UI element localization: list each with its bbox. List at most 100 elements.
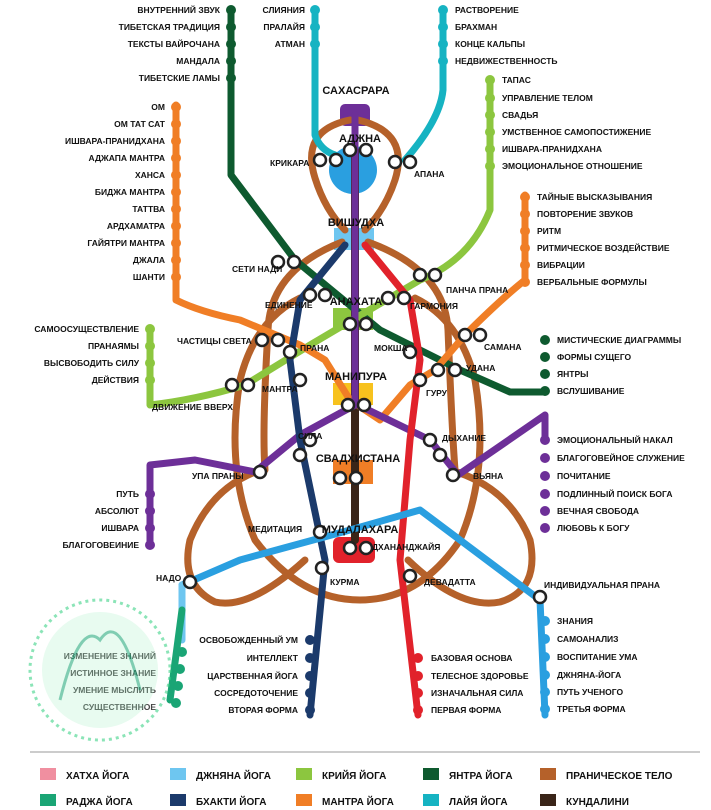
list-kriya-left: САМООСУЩЕСТВЛЕНИЕ ПРАНАЯМЫ ВЫСВОБОДИТЬ С…: [34, 324, 139, 385]
raja-line: [166, 606, 186, 704]
list-item: АДЖАПА МАНТРА: [89, 153, 165, 163]
station-kurma: КУРМА: [330, 577, 359, 587]
list-item: БЛАГОГОВЕИНИЕ: [63, 540, 140, 550]
list-item: ЛЮБОВЬ К БОГУ: [557, 523, 630, 533]
legend-swatch: [40, 768, 56, 780]
legend-label: ПРАНИЧЕСКОЕ ТЕЛО: [566, 771, 673, 782]
list-mantra: ОМ ОМ ТАТ САТ ИШВАРА-ПРАНИДХАНА АДЖАПА М…: [65, 102, 166, 282]
legend-item-raja: РАДЖА ЙОГА: [40, 794, 133, 808]
legend-label: ХАТХА ЙОГА: [66, 769, 129, 782]
legend-item-hatha: ХАТХА ЙОГА: [40, 768, 129, 782]
station-dyhanie: ДЫХАНИЕ: [442, 433, 486, 443]
laya-line: [311, 6, 339, 159]
legend-swatch: [296, 794, 312, 806]
legend-swatch: [423, 794, 439, 806]
list-item: ИНТЕЛЛЕКТ: [247, 653, 299, 663]
list-item: РИТМ: [537, 226, 561, 236]
chakra-svadhisthana: СВАДХИСТАНА: [316, 453, 400, 465]
list-item: ТИБЕТСКИЕ ЛАМЫ: [139, 73, 220, 83]
list-item: ЗНАНИЯ: [557, 616, 593, 626]
list-item: ДЖНЯНА-ЙОГА: [557, 669, 621, 680]
station-prana: ПРАНА: [300, 343, 329, 353]
station-moksha: МОКША: [374, 343, 408, 353]
list-item: ТАЙНЫЕ ВЫСКАЗЫВАНИЯ: [537, 191, 652, 202]
list-item: ТЕКСТЫ ВАЙРОЧАНА: [128, 38, 220, 49]
lists: ВНУТРЕННИЙ ЗВУК ТИБЕТСКАЯ ТРАДИЦИЯ ТЕКСТ…: [34, 4, 685, 715]
legend-item-bhakti: БХАКТИ ЙОГА: [170, 794, 266, 808]
station-seti-nadi: СЕТИ НАДИ: [232, 264, 282, 274]
list-item: РИТМИЧЕСКОЕ ВОЗДЕЙСТВИЕ: [537, 242, 670, 253]
list-top-left: ВНУТРЕННИЙ ЗВУК ТИБЕТСКАЯ ТРАДИЦИЯ ТЕКСТ…: [119, 4, 221, 83]
list-item: СОСРЕДОТОЧЕНИЕ: [214, 688, 298, 698]
purple-line: [146, 111, 359, 549]
legend-swatch: [540, 794, 556, 806]
chakra-anahata: АНАХАТА: [330, 296, 383, 308]
list-item: ОМ: [151, 102, 165, 112]
station-pancha-prana: ПАНЧА ПРАНА: [446, 285, 508, 295]
legend-item-jnana: ДЖНЯНА ЙОГА: [170, 768, 271, 782]
list-dots: [145, 5, 550, 715]
list-item: ТРЕТЬЯ ФОРМА: [557, 704, 626, 714]
list-top-right: РАСТВОРЕНИЕ БРАХМАН КОНЦЕ КАЛЬПЫ НЕДВИЖЕ…: [455, 5, 558, 66]
yantra-line: [227, 6, 549, 396]
legend-swatch: [296, 768, 312, 780]
red-line: [361, 241, 424, 719]
list-red-bottom: БАЗОВАЯ ОСНОВА ТЕЛЕСНОЕ ЗДОРОВЬЕ ИЗНАЧАЛ…: [431, 653, 529, 715]
legend-item-pranic: ПРАНИЧЕСКОЕ ТЕЛО: [540, 768, 673, 782]
list-mantra-right: ТАЙНЫЕ ВЫСКАЗЫВАНИЯ ПОВТОРЕНИЕ ЗВУКОВ РИ…: [537, 191, 670, 287]
list-kriya: ТАПАС УПРАВЛЕНИЕ ТЕЛОМ СВАДЬЯ УМСТВЕННОЕ…: [502, 75, 652, 171]
legend-item-kundalini: КУНДАЛИНИ: [540, 794, 629, 808]
list-item: ИШВАРА-ПРАНИДХАНА: [502, 144, 602, 154]
list-item: МАНДАЛА: [176, 56, 220, 66]
list-item: ТЕЛЕСНОЕ ЗДОРОВЬЕ: [431, 671, 529, 681]
legend-label: ДЖНЯНА ЙОГА: [196, 769, 271, 782]
list-item: ДЖАЛА: [133, 255, 165, 265]
station-vyana: ВЬЯНА: [473, 471, 503, 481]
station-nado: НАДО: [156, 573, 182, 583]
watermark-seal: [28, 598, 172, 742]
list-item: УПРАВЛЕНИЕ ТЕЛОМ: [502, 93, 593, 103]
list-item: ХАНСА: [135, 170, 165, 180]
legend-swatch: [40, 794, 56, 806]
chakra-ajna: АДЖНА: [339, 133, 381, 145]
list-item: ИЗМЕНЕНИЕ ЗНАНИЙ: [64, 650, 156, 661]
chakra-sahasrara: САХАСРАРА: [322, 85, 389, 97]
list-jnana-right: ЗНАНИЯ САМОАНАЛИЗ ВОСПИТАНИЕ УМА ДЖНЯНА-…: [557, 616, 637, 714]
list-item: ОМ ТАТ САТ: [114, 119, 166, 129]
legend-swatch: [540, 768, 556, 780]
station-dhananjaya: ДХАНАНДЖАЙЯ: [372, 541, 440, 552]
list-item: ЦАРСТВЕННАЯ ЙОГА: [207, 670, 298, 681]
legend-item-laya: ЛАЙЯ ЙОГА: [423, 794, 508, 808]
list-item: ИШВАРА-ПРАНИДХАНА: [65, 136, 165, 146]
list-item: ИШВАРА: [101, 523, 139, 533]
list-item: ПРАЛАЙЯ: [263, 21, 305, 32]
list-item: ЯНТРЫ: [557, 369, 588, 379]
list-item: ДЕЙСТВИЯ: [92, 374, 139, 385]
list-item: УМСТВЕННОЕ САМОПОСТИЖЕНИЕ: [502, 127, 652, 137]
list-item: САМООСУЩЕСТВЛЕНИЕ: [34, 324, 139, 334]
mantra-line: [172, 101, 529, 424]
chakra-vishuddha: ВИШУДХА: [328, 217, 384, 229]
chakra-labels: САХАСРАРА АДЖНА ВИШУДХА АНАХАТА МАНИПУРА…: [316, 85, 400, 536]
station-chastitsy: ЧАСТИЦЫ СВЕТА: [177, 336, 252, 346]
station-upa-prany: УПА ПРАНЫ: [192, 471, 244, 481]
kriya-line: [146, 76, 494, 409]
list-item: ПЕРВАЯ ФОРМА: [431, 705, 501, 715]
list-item: ПУТЬ УЧЕНОГО: [557, 687, 623, 697]
station-sila: СИЛА: [298, 431, 322, 441]
station-mantra: МАНТРА: [262, 384, 298, 394]
legend-swatch: [170, 768, 186, 780]
list-item: ВЕЧНАЯ СВОБОДА: [557, 506, 639, 516]
station-garmonia: ГАРМОНИЯ: [410, 301, 458, 311]
legend-label: КРИЙЯ ЙОГА: [322, 769, 386, 782]
list-item: СУЩЕСТВЕННОЕ: [83, 702, 156, 712]
list-item: ВТОРАЯ ФОРМА: [228, 705, 298, 715]
station-udana: УДАНА: [466, 363, 495, 373]
list-item: КОНЦЕ КАЛЬПЫ: [455, 39, 525, 49]
chakra-manipura: МАНИПУРА: [325, 371, 387, 383]
list-item: ПОЧИТАНИЕ: [557, 471, 611, 481]
list-item: СВАДЬЯ: [502, 110, 538, 120]
legend-item-yantra: ЯНТРА ЙОГА: [423, 768, 513, 782]
